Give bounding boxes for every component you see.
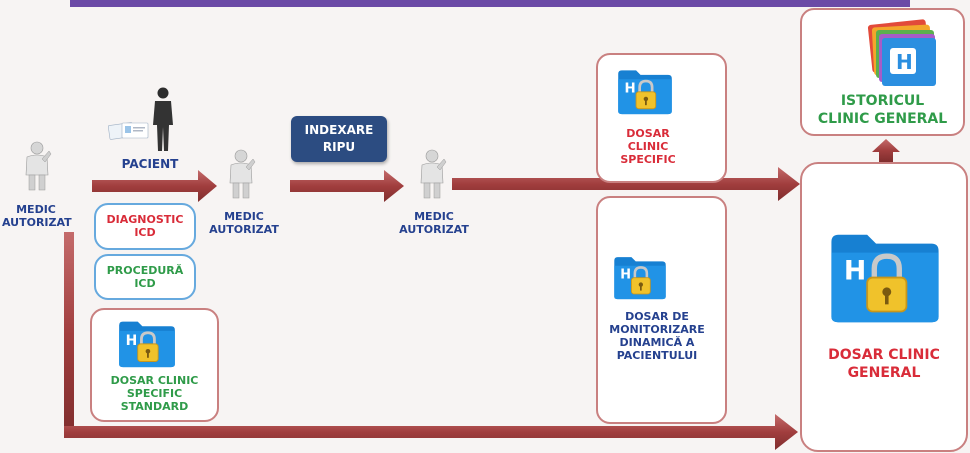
id-card-icon <box>108 122 149 140</box>
doctor-icon <box>22 140 52 192</box>
indexare-ripu-label: INDEXARE RIPU <box>304 123 374 154</box>
dosar-specific-standard-box: DOSAR CLINIC SPECIFIC STANDARD <box>90 308 219 422</box>
dosar-monitorizare-label: DOSAR DE MONITORIZARE DINAMICĂ A PACIENT… <box>609 310 705 362</box>
dosar-clinic-specific-label: DOSAR CLINIC SPECIFIC <box>620 127 676 166</box>
doctor-icon <box>417 148 447 200</box>
doctor-icon <box>226 148 256 200</box>
arrow-bottom-to-general <box>64 414 798 450</box>
dosar-monitorizare-box: DOSAR DE MONITORIZARE DINAMICĂ A PACIENT… <box>596 196 727 424</box>
arrow-medic2-to-medic3 <box>290 170 404 202</box>
istoricul-label: ISTORICUL CLINIC GENERAL <box>817 93 948 127</box>
procedura-icd-label: PROCEDURĂ ICD <box>106 264 184 290</box>
indexare-ripu-box: INDEXARE RIPU <box>291 116 387 162</box>
procedura-icd-box: PROCEDURĂ ICD <box>94 254 196 300</box>
folder-lock-icon <box>826 224 944 324</box>
top-header-bar <box>70 0 910 7</box>
medic-3-label: MEDIC AUTORIZAT <box>399 210 469 236</box>
diagnostic-icd-box: DIAGNOSTIC ICD <box>94 203 196 250</box>
folder-lock-icon <box>116 316 178 368</box>
medic-1-label: MEDIC AUTORIZAT <box>2 203 72 229</box>
folder-lock-icon <box>616 65 674 115</box>
pacient-label: PACIENT <box>121 157 179 171</box>
person-icon <box>153 87 173 151</box>
arrow-medic1-to-medic2 <box>92 170 217 202</box>
dosar-clinic-general-box: DOSAR CLINIC GENERAL <box>800 162 968 452</box>
arrow-medic3-to-general <box>452 167 800 201</box>
diagnostic-icd-label: DIAGNOSTIC ICD <box>106 213 184 239</box>
connector-vertical <box>64 232 74 438</box>
medic-2-label: MEDIC AUTORIZAT <box>209 210 279 236</box>
dosar-specific-standard-label: DOSAR CLINIC SPECIFIC STANDARD <box>110 374 199 413</box>
stacked-folders-icon: H <box>867 19 936 86</box>
istoricul-box: H ISTORICUL CLINIC GENERAL <box>800 8 965 136</box>
folder-lock-icon <box>612 252 668 300</box>
svg-text:H: H <box>896 50 913 74</box>
dosar-clinic-general-label: DOSAR CLINIC GENERAL <box>828 347 940 381</box>
dosar-clinic-specific-box: DOSAR CLINIC SPECIFIC <box>596 53 727 183</box>
arrow-up-to-istoricul <box>872 139 900 162</box>
